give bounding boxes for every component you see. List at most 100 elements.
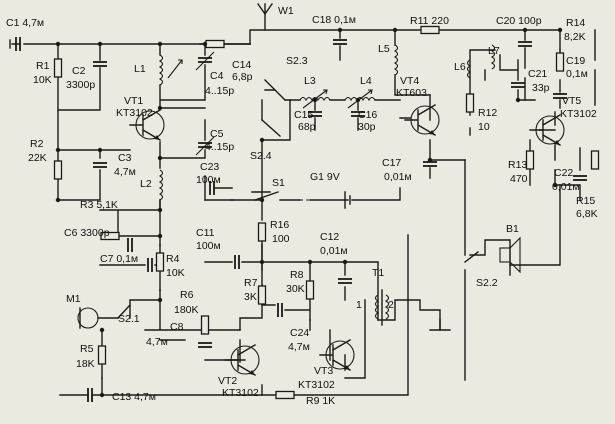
c14-resistor <box>205 39 225 49</box>
l5-inductor <box>393 44 399 76</box>
label-c18: C18 0,1м <box>312 14 356 26</box>
wires <box>9 13 596 396</box>
r2-resistor <box>53 160 63 180</box>
label-s1: S1 <box>272 177 285 189</box>
l3-inductor <box>299 96 331 102</box>
label-c11: C11 <box>196 227 215 239</box>
label-r2-value: 22K <box>28 152 47 164</box>
r5-resistor <box>97 345 107 365</box>
label-s21: S2.1 <box>118 313 140 325</box>
t1-transformer-icon <box>374 289 390 326</box>
label-l5: L5 <box>378 43 390 55</box>
label-r16: R16 <box>270 219 289 231</box>
label-c21: C21 <box>528 68 547 80</box>
label-c21-value: 33p <box>532 82 550 94</box>
label-r5-value: 18K <box>76 358 95 370</box>
label-r7: R7 <box>244 277 258 289</box>
r7-resistor <box>257 285 267 305</box>
label-vt5: VT5 <box>562 95 581 107</box>
r8-resistor <box>305 280 315 300</box>
label-r6-value: 180K <box>174 304 199 316</box>
label-w1: W1 <box>278 5 294 17</box>
label-b1: B1 <box>506 223 519 235</box>
s1-switch-icon <box>254 191 279 201</box>
label-r2: R2 <box>30 138 44 150</box>
label-c1: C1 4,7м <box>6 17 44 29</box>
m1-microphone-icon <box>77 307 99 329</box>
label-c3-value: 4,7м <box>114 166 136 178</box>
label-g1: G1 9V <box>310 171 340 183</box>
label-c4-value: 4..15p <box>205 85 234 97</box>
c22-capacitor <box>572 175 588 181</box>
l1-inductor <box>158 54 164 86</box>
label-c5: C5 <box>210 128 224 140</box>
r13-resistor <box>525 150 535 170</box>
label-c23: C23 <box>200 161 219 173</box>
label-c16: C16 <box>358 109 377 121</box>
misc-parts <box>55 3 563 398</box>
label-c4: C4 <box>210 70 224 82</box>
label-r13-value: 470 <box>510 173 528 185</box>
label-c13: C13 4,7м <box>112 391 156 403</box>
label-vt1: VT1 <box>124 95 143 107</box>
label-r6: R6 <box>180 289 194 301</box>
r1-resistor <box>53 58 63 78</box>
label-c22: C22 <box>554 167 573 179</box>
label-c24-value: 4,7м <box>288 341 310 353</box>
c20-capacitor <box>517 41 533 47</box>
c18-capacitor <box>332 39 348 45</box>
vt5-transistor <box>529 114 565 146</box>
label-c15: C15 <box>294 109 313 121</box>
s23-switch-icon <box>264 79 286 101</box>
label-s24: S2.4 <box>250 150 272 162</box>
label-c8-value: 4,7м <box>146 336 168 348</box>
label-r12-value: 10 <box>478 121 490 133</box>
s24-switch-icon <box>261 119 281 137</box>
label-c6: C6 3300p <box>64 227 110 239</box>
label-s23: S2.3 <box>286 55 308 67</box>
s22-switch-icon <box>464 251 479 263</box>
label-vt2: VT2 <box>218 375 237 387</box>
label-c12: C12 <box>320 231 339 243</box>
label-r14-value: 8,2K <box>564 31 586 43</box>
c6-capacitor <box>127 237 133 253</box>
label-t1: T1 <box>372 267 384 279</box>
label-vt2-value: KT3102 <box>222 387 259 399</box>
label-r14: R14 <box>566 17 585 29</box>
label-c23-value: 100м <box>196 174 221 186</box>
l7-inductor <box>490 44 496 70</box>
r14-resistor <box>555 52 565 72</box>
label-l4: L4 <box>360 75 372 87</box>
transistors <box>129 104 565 376</box>
label-s22: S2.2 <box>476 277 498 289</box>
c13-capacitor <box>87 387 93 403</box>
label-r4-value: 10K <box>166 267 185 279</box>
label-vt4-value: KT603 <box>396 87 427 99</box>
ground-icon <box>429 319 451 331</box>
c21-capacitor <box>510 82 526 88</box>
label-l2: L2 <box>140 178 152 190</box>
label-c17: C17 <box>382 157 401 169</box>
l2-inductor <box>158 169 164 201</box>
label-c17-value: 0,01м <box>384 171 412 183</box>
label-c14: C14 <box>232 59 251 71</box>
r6-resistor <box>200 315 210 335</box>
label-vt5-value: KT3102 <box>560 108 597 120</box>
label-l1: L1 <box>134 63 146 75</box>
label-vt1-value: KT3102 <box>116 107 153 119</box>
l4-inductor <box>344 96 376 102</box>
r9-resistor <box>275 390 295 400</box>
r12-resistor <box>465 93 475 113</box>
label-r4: R4 <box>166 253 180 265</box>
c7-capacitor <box>147 257 153 273</box>
r16-resistor <box>257 222 267 242</box>
r15-resistor <box>590 150 600 170</box>
c11-capacitor <box>234 254 240 270</box>
label-c3: C3 <box>118 152 132 164</box>
label-c14-value: 6,8p <box>232 71 253 83</box>
label-t1-pin2: 2 <box>388 299 394 311</box>
c3-capacitor <box>92 162 108 168</box>
w1-antenna-icon <box>257 3 273 15</box>
c17-capacitor <box>422 161 438 167</box>
label-vt4: VT4 <box>400 75 419 87</box>
